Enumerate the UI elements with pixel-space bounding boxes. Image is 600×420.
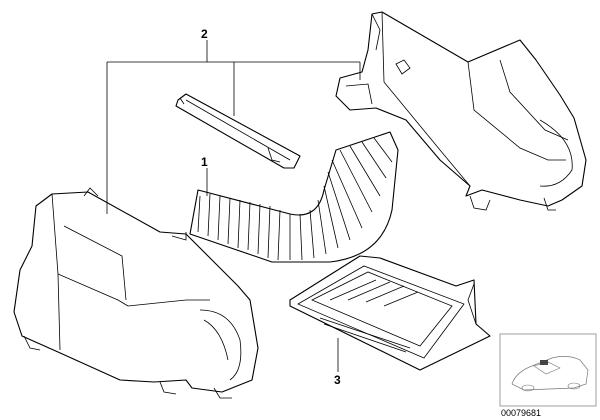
- leader-lines: [106, 40, 361, 372]
- drawing-id: 00079681: [501, 408, 541, 418]
- seal-strip: [175, 93, 301, 169]
- callout-3: 3: [334, 373, 341, 387]
- housing-right-half: [335, 11, 587, 211]
- car-thumbnail-icon: [499, 333, 597, 407]
- housing-left-half: [13, 187, 259, 399]
- callout-1: 1: [201, 155, 208, 169]
- callout-2: 2: [201, 27, 208, 41]
- filter-element: [189, 131, 399, 263]
- filter-cover-tray: [289, 255, 491, 371]
